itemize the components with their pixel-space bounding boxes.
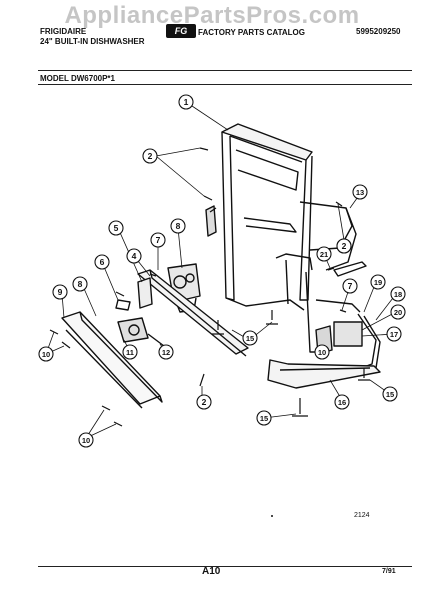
callout-2: 2 [142,148,158,164]
callout-15: 15 [256,410,272,426]
valve-assembly [117,317,165,347]
catalog-number: 5995209250 [356,27,401,36]
svg-text:15: 15 [260,414,268,423]
svg-text:16: 16 [338,398,346,407]
callout-17: 17 [386,326,402,342]
revision-date: 7/91 [382,568,396,575]
model-label: MODEL DW6700P*1 [40,74,115,83]
callout-19: 19 [370,274,386,290]
small-bracket [115,277,153,311]
svg-text:21: 21 [320,250,328,259]
svg-text:10: 10 [42,350,50,359]
svg-text:11: 11 [126,348,134,357]
svg-text:2: 2 [342,241,347,251]
svg-text:17: 17 [390,330,398,339]
svg-text:4: 4 [132,251,137,261]
base-rail [267,359,381,389]
svg-text:20: 20 [394,308,402,317]
callout-6: 6 [94,254,110,270]
callout-13: 13 [352,184,368,200]
footer-rule [38,566,412,567]
callout-16: 16 [334,394,350,410]
brand-logo: FG [166,24,196,38]
svg-text:15: 15 [386,390,394,399]
svg-text:18: 18 [394,290,402,299]
scan-speck [271,515,273,517]
svg-text:2: 2 [202,397,207,407]
callout-10: 10 [38,346,54,362]
callout-balloons: 1221358742217196182098151710101112151621… [38,94,406,448]
svg-text:7: 7 [156,235,161,245]
frame-assembly [205,123,313,311]
fasteners [49,147,370,427]
svg-text:6: 6 [100,257,105,267]
callout-5: 5 [108,220,124,236]
svg-text:13: 13 [356,188,364,197]
catalog-title: FACTORY PARTS CATALOG [198,28,305,37]
leader-lines [45,105,397,439]
callout-7: 7 [150,232,166,248]
callout-15: 15 [242,330,258,346]
header-rule [38,70,412,71]
callout-10: 10 [78,432,94,448]
callout-11: 11 [122,344,138,360]
svg-text:5: 5 [114,223,119,233]
callout-18: 18 [390,286,406,302]
svg-text:10: 10 [82,436,90,445]
svg-text:8: 8 [176,221,181,231]
right-bracket [299,201,367,277]
callout-15: 15 [382,386,398,402]
callout-4: 4 [126,248,142,264]
svg-text:10: 10 [318,348,326,357]
callout-20: 20 [390,304,406,320]
brand-name: FRIGIDAIRE [40,27,87,36]
callout-2: 2 [196,394,212,410]
product-subtitle: 24" BUILT-IN DISHWASHER [40,37,145,46]
callout-9: 9 [52,284,68,300]
callout-21: 21 [316,246,332,262]
callout-8: 8 [170,218,186,234]
callout-2: 2 [336,238,352,254]
callout-1: 1 [178,94,194,110]
svg-text:1: 1 [184,97,189,107]
svg-text:12: 12 [162,348,170,357]
callout-10: 10 [314,344,330,360]
toe-kick-panel [61,311,163,409]
svg-text:15: 15 [246,334,254,343]
svg-text:9: 9 [58,287,63,297]
model-rule [38,84,412,85]
callout-12: 12 [158,344,174,360]
callout-8: 8 [72,276,88,292]
figure-code: 2124 [354,512,370,519]
watermark: AppliancePartsPros.com [64,2,360,29]
svg-text:7: 7 [348,281,353,291]
callout-7: 7 [342,278,358,294]
svg-text:8: 8 [78,279,83,289]
svg-text:19: 19 [374,278,382,287]
svg-text:2: 2 [148,151,153,161]
page-number: A10 [202,566,221,577]
